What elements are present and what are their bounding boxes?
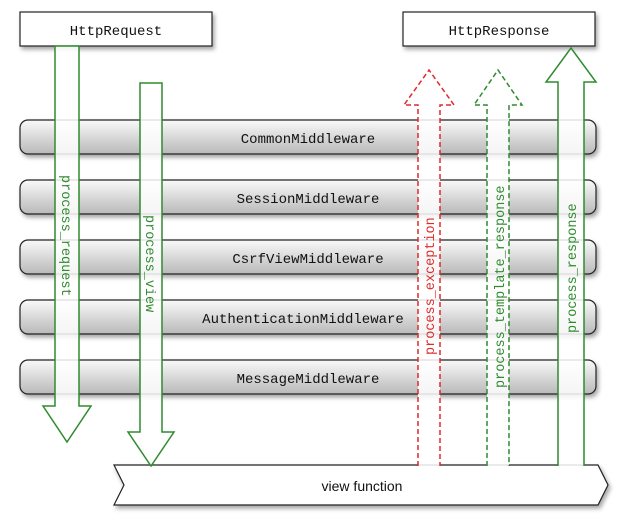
middleware-message: MessageMiddleware bbox=[19, 359, 597, 395]
middleware-label: CommonMiddleware bbox=[241, 132, 375, 148]
http-request-label: HttpRequest bbox=[70, 24, 162, 40]
view-function-label: view function bbox=[322, 478, 403, 494]
http-response-box: HttpResponse bbox=[402, 11, 596, 47]
process-view-arrow: process_view bbox=[126, 82, 176, 468]
process-view-label: process_view bbox=[141, 215, 156, 312]
process-request-arrow: process_request bbox=[41, 45, 93, 444]
view-function-banner: view function bbox=[113, 464, 609, 506]
middleware-label: MessageMiddleware bbox=[237, 372, 380, 388]
middleware-label: SessionMiddleware bbox=[237, 192, 380, 208]
process-template-response-arrow: process_template_response bbox=[472, 68, 524, 466]
process-exception-label: process_exception bbox=[424, 217, 439, 355]
process-request-label: process_request bbox=[57, 175, 72, 297]
http-response-label: HttpResponse bbox=[449, 24, 550, 40]
middleware-session: SessionMiddleware bbox=[19, 179, 597, 215]
middleware-common: CommonMiddleware bbox=[19, 119, 597, 155]
process-response-arrow: process_response bbox=[544, 46, 598, 466]
process-response-label: process_response bbox=[566, 203, 581, 333]
process-exception-arrow: process_exception bbox=[402, 68, 456, 466]
middleware-stack: CommonMiddleware SessionMiddleware CsrfV… bbox=[19, 119, 597, 395]
process-template-response-label: process_template_response bbox=[494, 185, 509, 388]
middleware-label: AuthenticationMiddleware bbox=[202, 312, 404, 328]
middleware-label: CsrfViewMiddleware bbox=[232, 252, 383, 268]
middleware-csrfview: CsrfViewMiddleware bbox=[19, 239, 597, 275]
middleware-authentication: AuthenticationMiddleware bbox=[19, 299, 597, 335]
http-request-box: HttpRequest bbox=[19, 11, 213, 47]
